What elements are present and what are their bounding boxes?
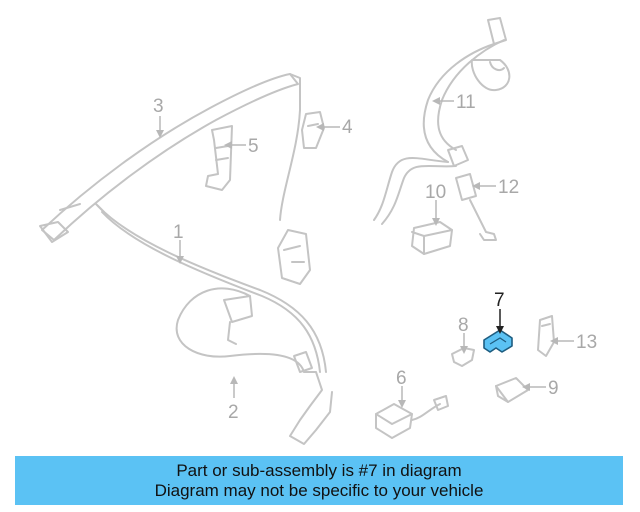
callout-5: 5 — [248, 136, 259, 157]
callout-11: 11 — [456, 92, 476, 113]
callout-labels: 1 2 3 4 5 6 7 8 9 10 11 12 13 — [153, 92, 597, 423]
callout-6: 6 — [396, 368, 407, 389]
parts-diagram: 1 2 3 4 5 6 7 8 9 10 11 12 13 — [39, 17, 597, 445]
part-sensor-module — [277, 109, 311, 285]
part-12-buckle — [455, 173, 497, 241]
callout-3: 3 — [153, 96, 164, 117]
info-banner: Part or sub-assembly is #7 in diagram Di… — [15, 456, 623, 505]
callout-2: 2 — [228, 402, 239, 423]
part-6-sensor — [375, 395, 449, 439]
callout-13: 13 — [576, 332, 597, 353]
part-9-pad — [495, 377, 529, 403]
part-3-curtain-airbag — [39, 73, 301, 243]
callout-12: 12 — [498, 177, 519, 198]
part-13-bracket — [537, 315, 555, 357]
callout-4: 4 — [342, 117, 353, 138]
callout-8: 8 — [458, 315, 469, 336]
part-7-bracket-highlighted — [483, 329, 513, 353]
part-5-bracket — [205, 125, 233, 191]
callout-9: 9 — [548, 378, 559, 399]
banner-line-1: Part or sub-assembly is #7 in diagram — [176, 460, 462, 480]
part-11-seat-belt — [373, 17, 511, 225]
part-1-2-wiring-harness — [95, 203, 333, 445]
part-10-module — [411, 221, 453, 255]
leader-arrowheads — [156, 97, 558, 408]
part-4-clip — [301, 111, 325, 149]
callout-1: 1 — [173, 222, 184, 243]
callout-7: 7 — [494, 290, 505, 311]
callout-10: 10 — [425, 182, 446, 203]
banner-line-2: Diagram may not be specific to your vehi… — [154, 480, 484, 500]
